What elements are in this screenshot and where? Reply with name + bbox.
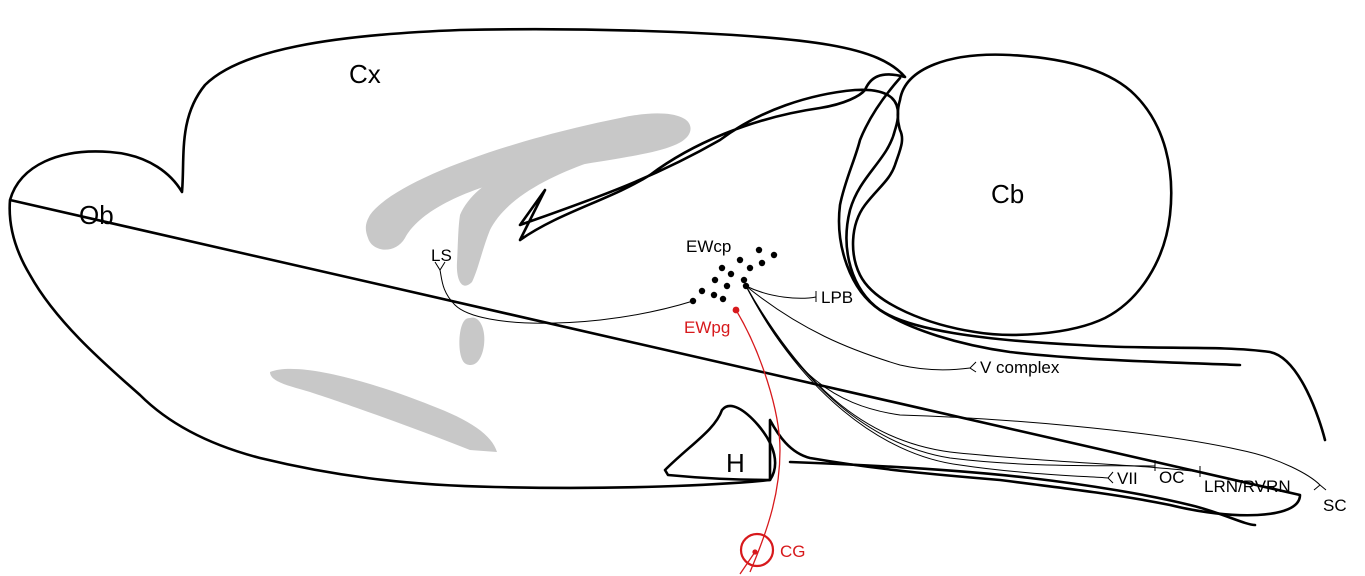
- ewcp-dot: [771, 252, 777, 258]
- projection-to-lpb: [746, 286, 816, 298]
- ewpg-to-cg-axon: [736, 310, 780, 572]
- projection-to-v-complex: [746, 286, 970, 370]
- label-lpb: LPB: [821, 288, 853, 307]
- ewcp-dot: [711, 292, 717, 298]
- cerebrum-outline: [10, 29, 1325, 515]
- brainstem-ventral-edge: [790, 462, 1255, 525]
- label-vii: VII: [1117, 469, 1138, 488]
- ventral-tract: [270, 369, 497, 452]
- ewcp-dot: [741, 277, 747, 283]
- label-ls: LS: [431, 246, 452, 265]
- ewcp-dot: [720, 296, 726, 302]
- ewcp-dot: [759, 260, 765, 266]
- projection-to-ls: [440, 270, 693, 323]
- ewcp-dot: [728, 271, 734, 277]
- projection-to-sc: [746, 286, 1320, 485]
- ewcp-dot: [699, 288, 705, 294]
- label-cg: CG: [780, 542, 806, 561]
- ewcp-dot: [719, 265, 725, 271]
- label-sc: SC: [1323, 496, 1347, 515]
- ewcp-dot: [737, 257, 743, 263]
- label-v-complex: V complex: [980, 358, 1060, 377]
- hypothalamus-outline: [665, 406, 775, 480]
- vii-terminal: [1108, 472, 1113, 483]
- label-ewcp: EWcp: [686, 237, 731, 256]
- label-lrn-rvrn: LRN/RVRN: [1204, 477, 1291, 496]
- ewcp-dot: [712, 277, 718, 283]
- v-complex-terminal: [970, 362, 976, 372]
- anterior-commissure-tract: [459, 318, 484, 365]
- label-ewpg: EWpg: [684, 318, 730, 337]
- label-oc: OC: [1159, 468, 1185, 487]
- label-cb: Cb: [991, 179, 1024, 209]
- sc-terminal: [1314, 485, 1326, 490]
- label-cx: Cx: [349, 59, 381, 89]
- ewcp-dot: [756, 247, 762, 253]
- ewcp-dot: [747, 265, 753, 271]
- ciliary-ganglion-circle: [741, 534, 773, 566]
- label-h: H: [726, 448, 745, 478]
- label-ob: Ob: [79, 200, 114, 230]
- ewcp-dot: [724, 283, 730, 289]
